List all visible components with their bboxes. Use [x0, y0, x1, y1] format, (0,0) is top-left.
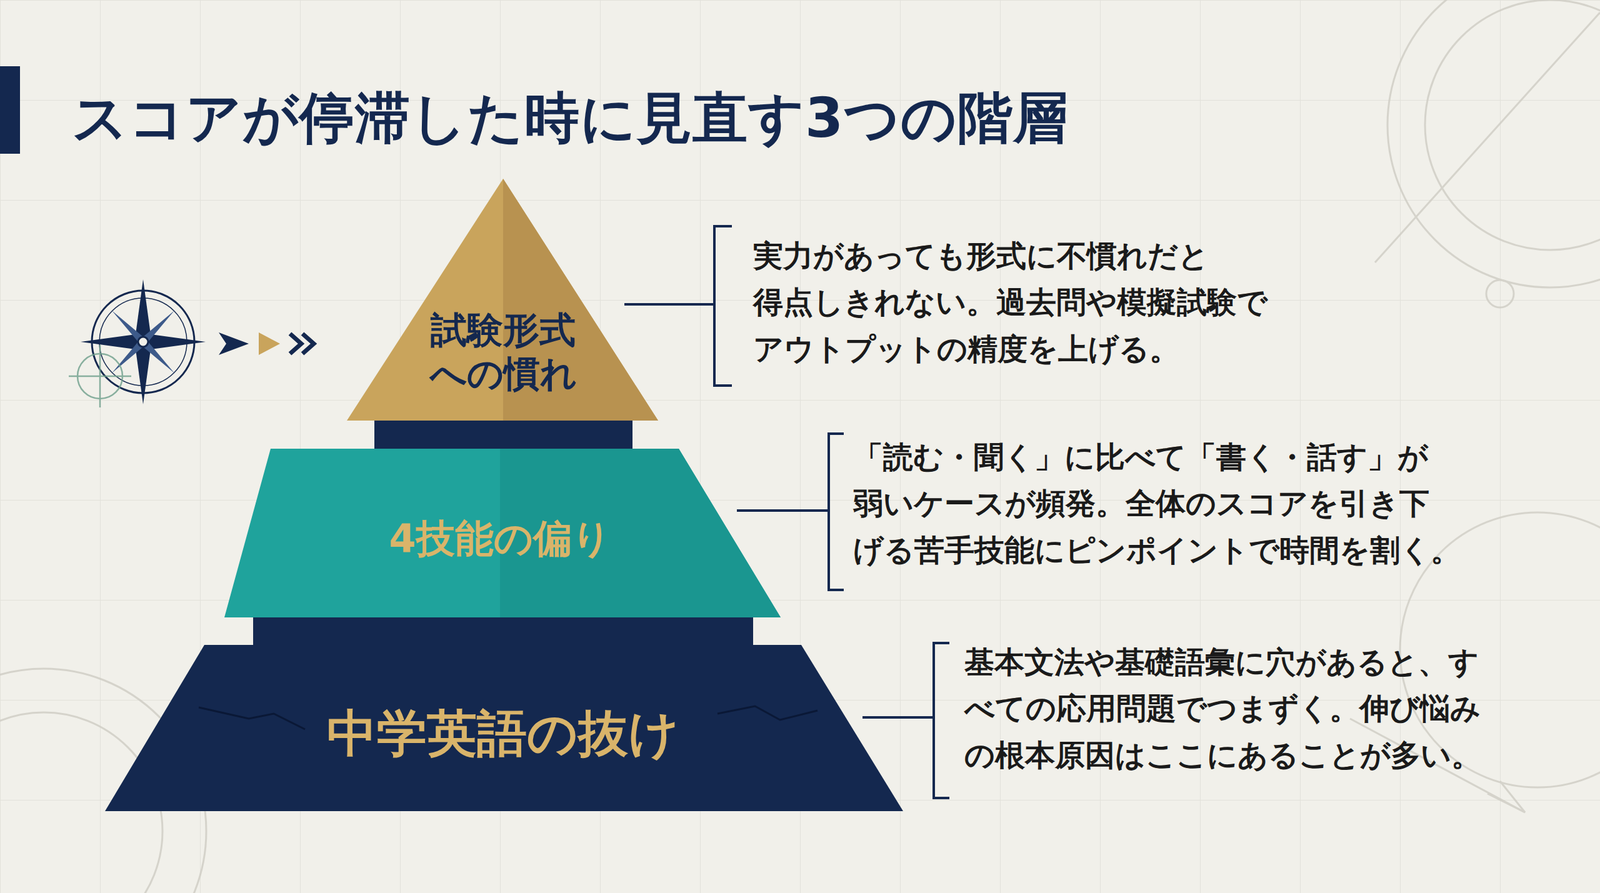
pyramid-tier: 試験形式 への慣れ — [346, 178, 659, 449]
description-text: 実力があっても形式に不慣れだと 得点しきれない。過去問や模擬試験で アウトプット… — [753, 232, 1316, 372]
description-text: 基本文法や基礎語彙に穴があると、す べての応用問題でつまずく。伸び悩み の根本原… — [964, 638, 1571, 779]
arrow-icon — [218, 332, 249, 355]
pyramid-tier: 中学英語の抜け — [105, 645, 904, 812]
description-text: 「読む・聞く」に比べて「書く・話す」が 弱いケースが頻発。全体のスコアを引き下 … — [853, 433, 1510, 574]
title: スコアが停滞した時に見直す3つの階層 — [71, 81, 1069, 156]
tier-label: 中学英語の抜け — [190, 703, 816, 764]
arrow-icon — [258, 332, 280, 355]
pyramid-tier: 4技能の偏り — [224, 448, 781, 645]
arrow-icon — [290, 333, 314, 354]
tier-label: 試験形式 への慣れ — [409, 308, 597, 396]
tier-label: 4技能の偏り — [281, 515, 719, 562]
title-bar — [0, 66, 20, 154]
